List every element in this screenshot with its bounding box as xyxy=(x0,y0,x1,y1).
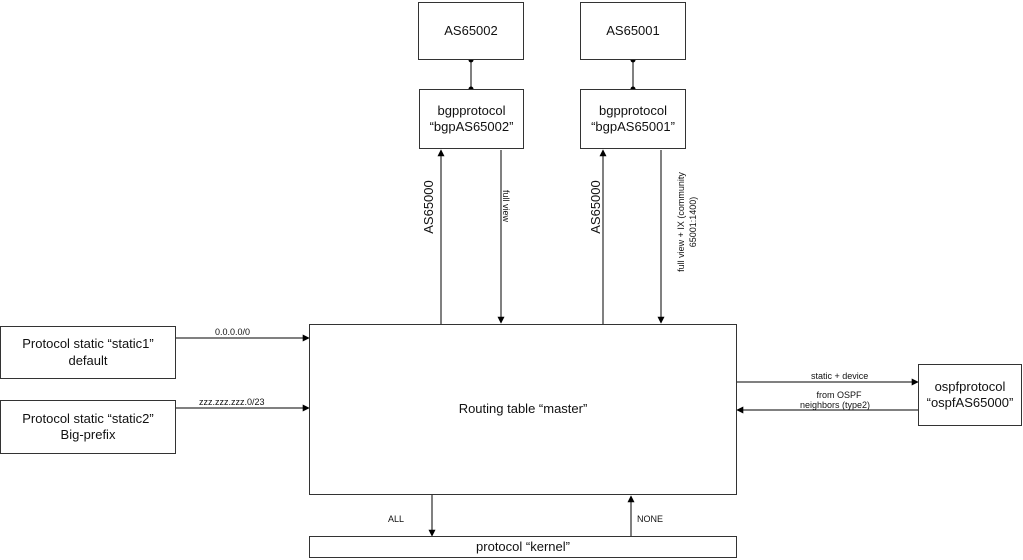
node-bgp-as65001-line2: “bgpAS65001” xyxy=(591,119,675,134)
edge-label-master-to-bgp65002: AS65000 xyxy=(421,180,436,234)
node-as65001-label: AS65001 xyxy=(606,22,660,38)
node-static1-line1: Protocol static “static1” xyxy=(22,336,154,352)
node-as65002: AS65002 xyxy=(418,2,524,60)
edge-label-bgp65001-line1: full view + IX (community xyxy=(676,172,686,272)
node-bgp-as65001-line1: bgpprotocol xyxy=(599,102,667,118)
edge-label-ospf-to-master-line1: from OSPF xyxy=(816,390,862,400)
node-ospf: ospfprotocol “ospfAS65000” xyxy=(918,364,1022,426)
node-bgp-as65002: bgpprotocol “bgpAS65002” xyxy=(419,89,524,149)
edge-label-ospf-to-master: from OSPF neighbors (type2) xyxy=(800,390,870,411)
edge-label-master-to-kernel: ALL xyxy=(388,514,405,524)
edge-label-ospf-to-master-line2: neighbors (type2) xyxy=(800,400,871,411)
edge-label-static1: 0.0.0.0/0 xyxy=(215,327,251,337)
node-kernel-label: protocol “kernel” xyxy=(476,538,570,554)
edge-label-master-to-ospf: static + device xyxy=(811,371,869,381)
node-bgp-as65001: bgpprotocol “bgpAS65001” xyxy=(580,89,686,149)
node-bgp-as65002-line2: “bgpAS65002” xyxy=(429,119,514,134)
edge-label-static2: zzz.zzz.zzz.0/23 xyxy=(199,397,265,407)
edge-label-master-to-bgp65001: AS65000 xyxy=(588,180,603,234)
node-master-label: Routing table “master” xyxy=(458,401,588,417)
node-static1-line2: default xyxy=(68,352,108,368)
node-static2-line2: Big-prefix xyxy=(60,427,116,442)
node-ospf-line1: ospfprotocol xyxy=(934,378,1006,394)
edge-label-bgp65001-line2: 65001:1400) xyxy=(688,196,698,248)
node-static1: Protocol static “static1” default xyxy=(0,326,176,379)
edge-label-bgp65001-to-master: full view + IX (community 65001:1400) xyxy=(675,162,699,282)
node-static2: Protocol static “static2” Big-prefix xyxy=(0,400,176,454)
node-bgp-as65002-line1: bgpprotocol xyxy=(437,102,506,118)
node-kernel: protocol “kernel” xyxy=(309,536,737,558)
node-static2-line1: Protocol static “static2” xyxy=(22,410,154,426)
edge-label-bgp65002-to-master: full view xyxy=(501,189,511,222)
node-master: Routing table “master” xyxy=(309,324,737,495)
edge-label-kernel-to-master: NONE xyxy=(637,514,664,524)
node-ospf-line2: “ospfAS65000” xyxy=(926,395,1014,410)
node-as65001: AS65001 xyxy=(580,2,686,60)
node-as65002-label: AS65002 xyxy=(444,22,498,38)
